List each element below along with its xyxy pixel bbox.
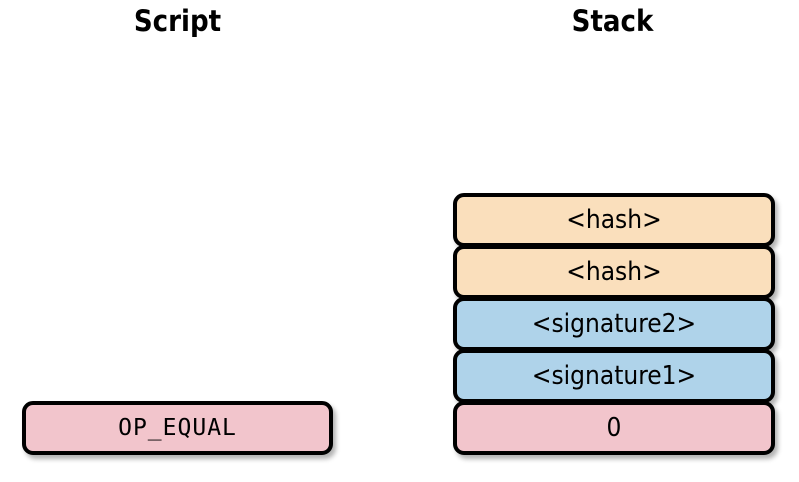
stack-box-value: 0	[453, 401, 775, 455]
box-label: 0	[606, 413, 622, 443]
script-column: OP_EQUAL	[22, 150, 333, 455]
stack-column-title: Stack	[571, 4, 654, 38]
box-label: OP_EQUAL	[118, 414, 237, 441]
stack-box-hash: <hash>	[453, 193, 775, 247]
box-label: <signature2>	[531, 309, 697, 339]
stack-column: <hash> <hash> <signature2> <signature1> 0	[453, 150, 775, 455]
script-column-title: Script	[133, 4, 222, 38]
stack-box-signature: <signature2>	[453, 297, 775, 351]
box-label: <hash>	[566, 257, 662, 287]
stack-box-hash: <hash>	[453, 245, 775, 299]
box-label: <signature1>	[531, 361, 697, 391]
box-label: <hash>	[566, 205, 662, 235]
stack-box-signature: <signature1>	[453, 349, 775, 403]
stack-box-opcode: OP_EQUAL	[22, 401, 333, 455]
